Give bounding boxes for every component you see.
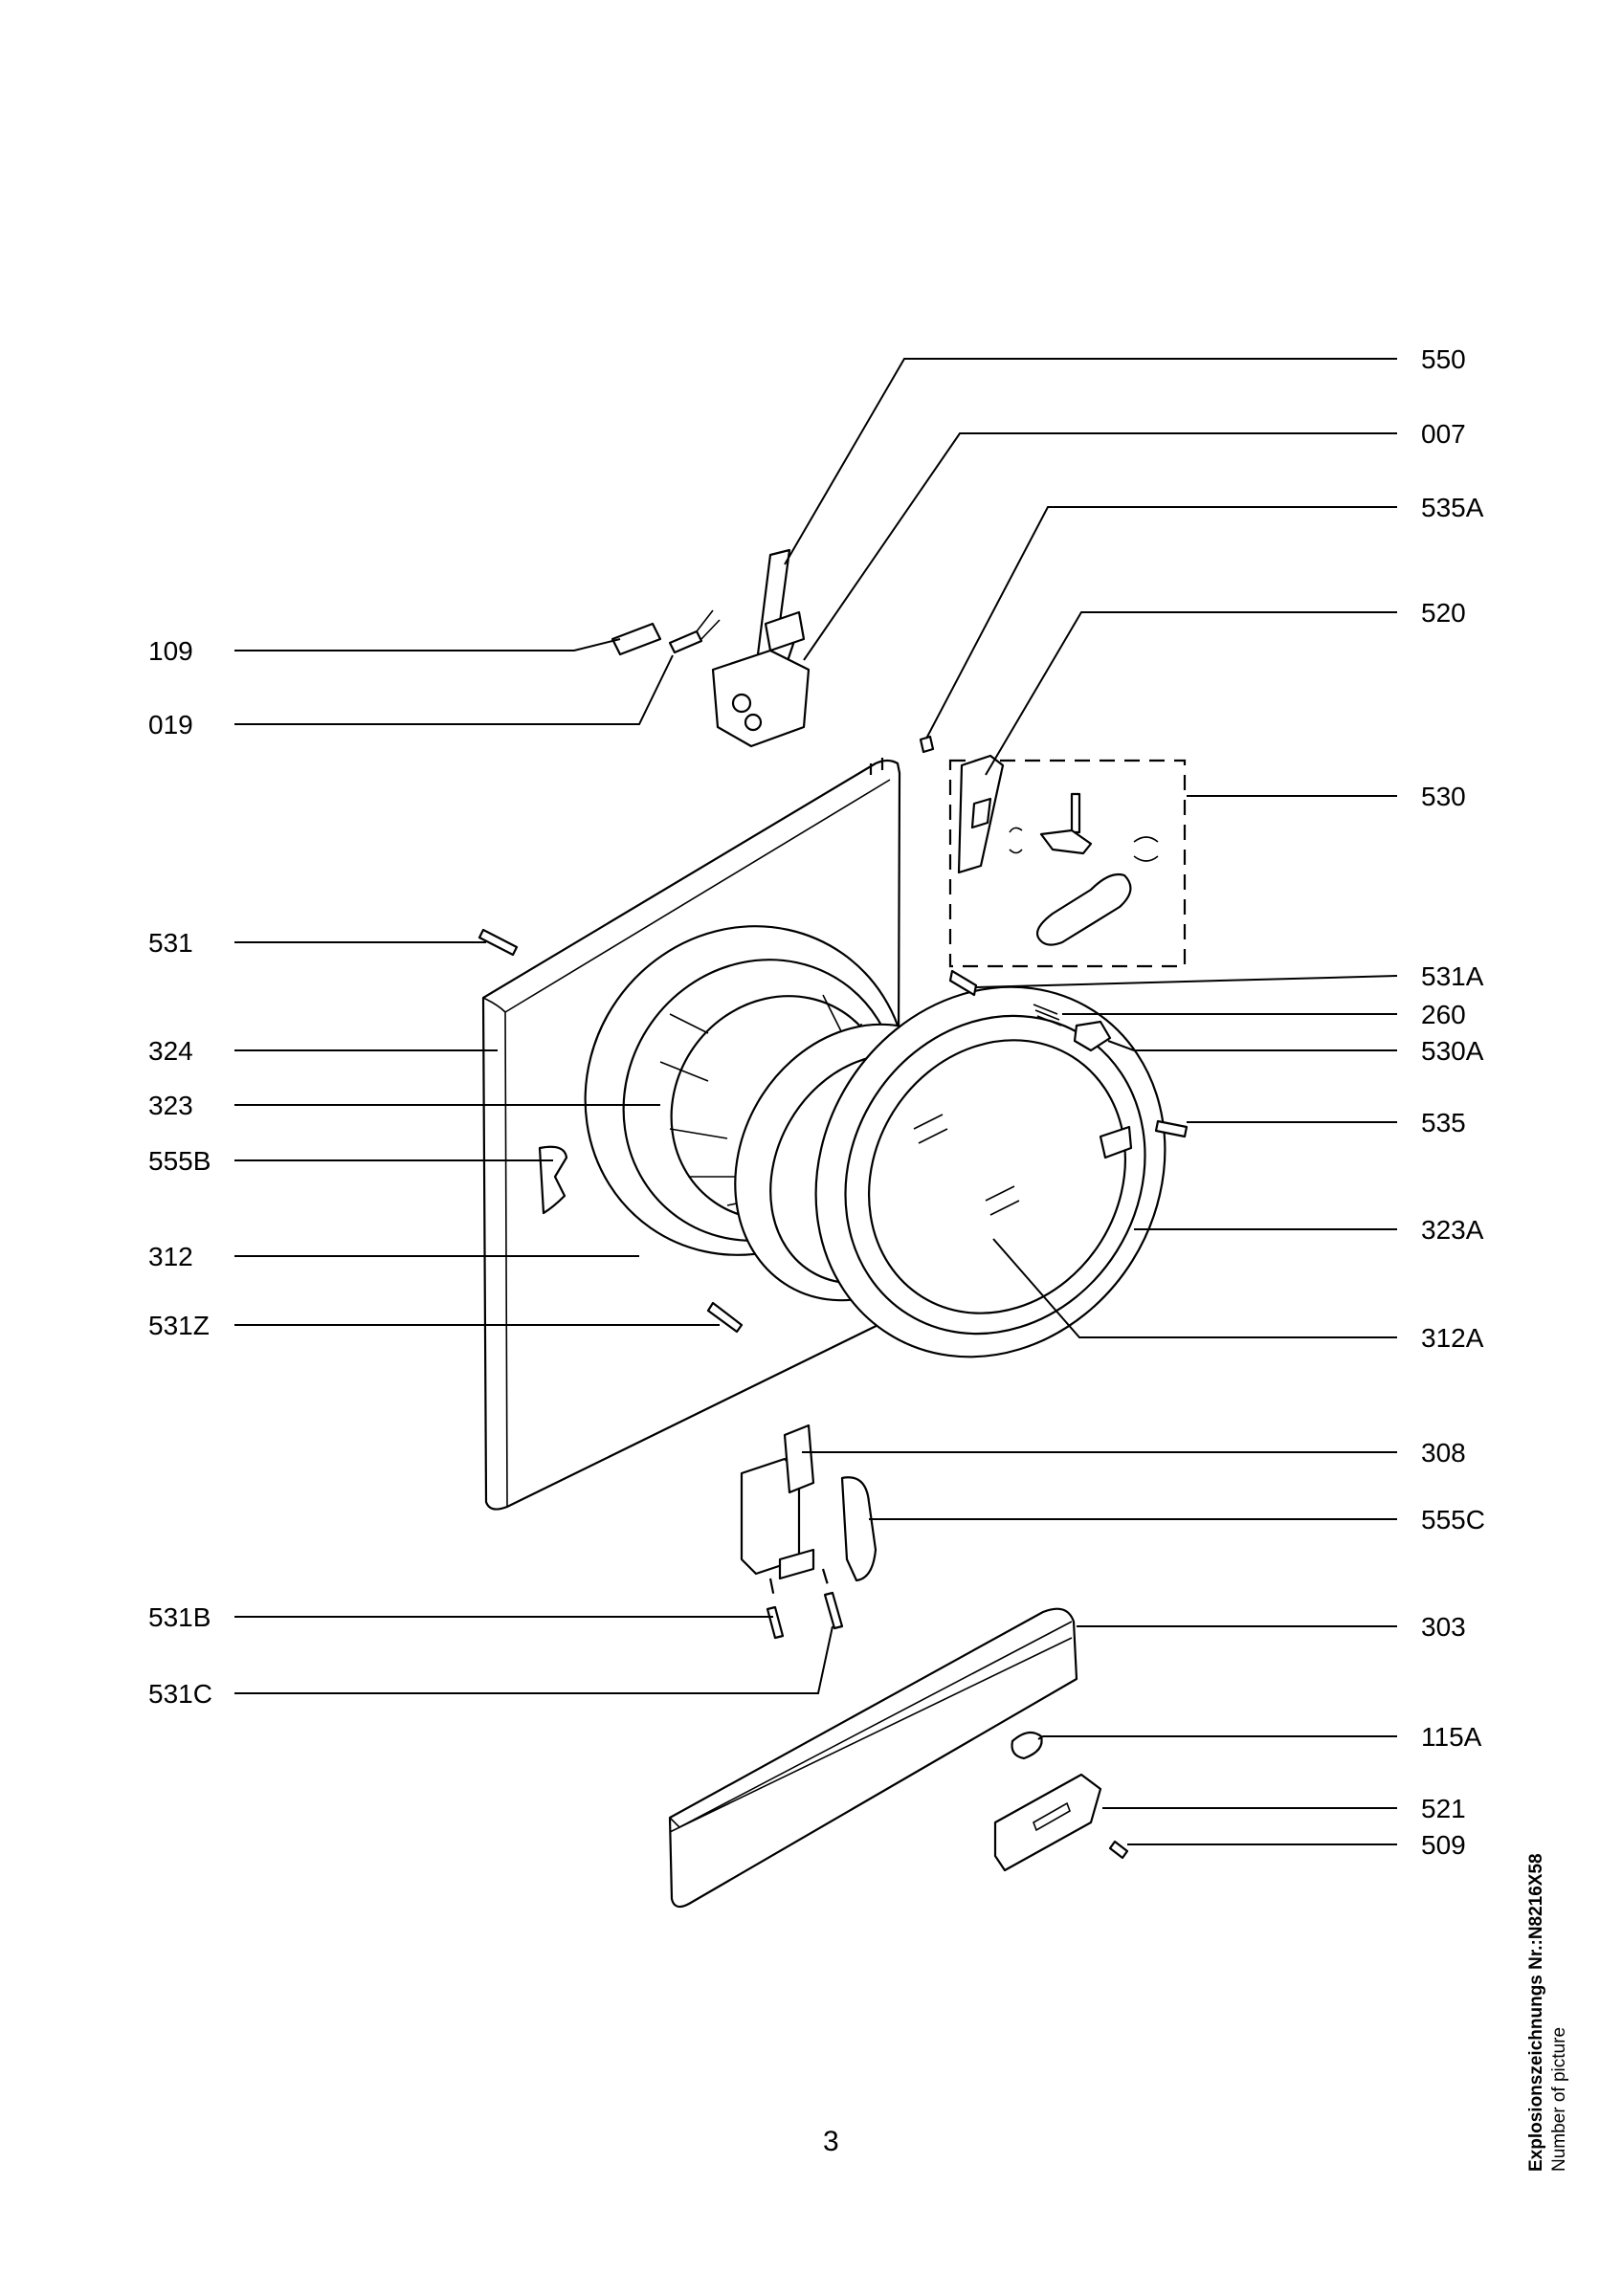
- callout-323A: 323A: [1421, 1215, 1484, 1245]
- callout-007: 007: [1421, 419, 1466, 449]
- callouts-left: 109 019 531 324 323 555B 312 531Z 531B 5…: [148, 636, 212, 1709]
- callout-530: 530: [1421, 782, 1466, 811]
- callout-530A: 530A: [1421, 1036, 1484, 1066]
- callout-550: 550: [1421, 344, 1466, 374]
- callout-115A: 115A: [1421, 1722, 1482, 1752]
- callout-555B: 555B: [148, 1146, 211, 1176]
- callout-109: 109: [148, 636, 193, 666]
- page-number: 3: [823, 2126, 839, 2157]
- callout-535A: 535A: [1421, 493, 1484, 522]
- callout-521: 521: [1421, 1794, 1466, 1823]
- callout-303: 303: [1421, 1612, 1466, 1642]
- handle-assembly-drawing: [948, 754, 1187, 968]
- callout-531C: 531C: [148, 1679, 212, 1709]
- leader-lines-right: [784, 358, 1398, 1845]
- callout-531Z: 531Z: [148, 1311, 210, 1340]
- callout-520: 520: [1421, 598, 1466, 628]
- callouts-right: 550 007 535A 520 530 531A 260 530A 535 3…: [1421, 344, 1485, 1860]
- callout-308: 308: [1421, 1438, 1466, 1468]
- leader-lines-left: [234, 638, 833, 1694]
- door-frame-drawing: [814, 985, 1167, 1358]
- callout-019: 019: [148, 710, 193, 740]
- callout-260: 260: [1421, 1000, 1466, 1029]
- callout-312: 312: [148, 1242, 193, 1271]
- door-lock-drawing: [611, 548, 935, 754]
- callout-312A: 312A: [1421, 1323, 1484, 1353]
- callout-531B: 531B: [148, 1602, 211, 1632]
- callout-535: 535: [1421, 1108, 1466, 1137]
- screws-drawing: [478, 928, 844, 1640]
- picture-number-block: Explosionszeichnungs Nr.:N8216X58 Number…: [1525, 1674, 1571, 2172]
- callout-531A: 531A: [1421, 961, 1484, 991]
- hinge-drawing: [740, 1424, 878, 1582]
- explosion-drawing-number: Explosionszeichnungs Nr.:N8216X58: [1526, 1853, 1546, 2172]
- callout-509: 509: [1421, 1830, 1466, 1860]
- small-parts-drawing: [948, 969, 1189, 1138]
- kick-plate-drawing: [668, 1607, 1129, 1909]
- callout-324: 324: [148, 1036, 193, 1066]
- number-of-picture-label: Number of picture: [1549, 2026, 1569, 2172]
- callout-323: 323: [148, 1091, 193, 1120]
- callout-555C: 555C: [1421, 1505, 1485, 1534]
- callout-531: 531: [148, 928, 193, 958]
